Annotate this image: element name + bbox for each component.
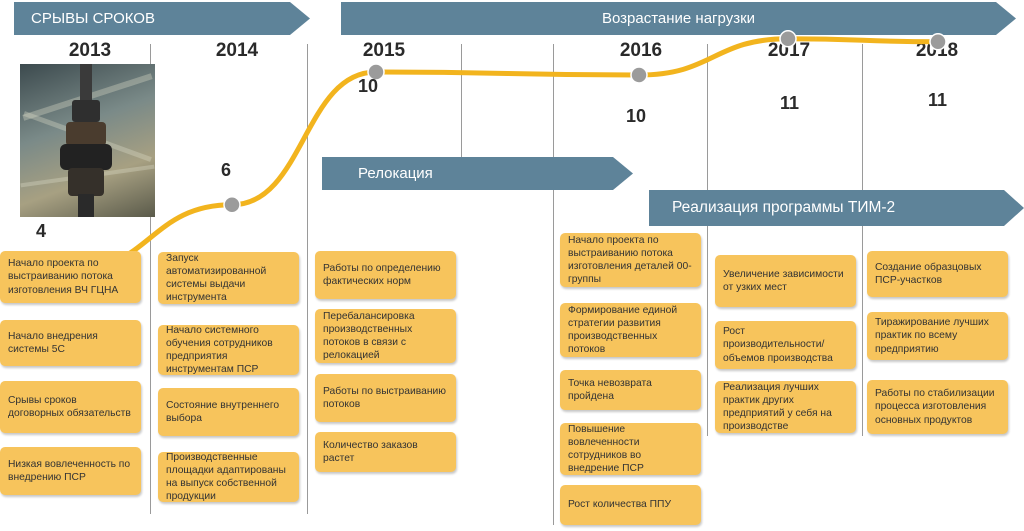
year-2017: 2017 — [767, 40, 811, 61]
growth-line-series — [112, 36, 941, 260]
year-2018: 2018 — [915, 40, 959, 61]
data-label-2014: 6 — [221, 160, 232, 180]
column-divider — [553, 190, 554, 525]
card-2013-2: Начало внедрения системы 5С — [0, 320, 141, 366]
card-2014-4: Производственные площадки адаптированы н… — [158, 452, 299, 502]
arrow-label-delays: СРЫВЫ СРОКОВ — [31, 10, 155, 27]
year-2013: 2013 — [68, 40, 112, 61]
data-label-2016: 10 — [626, 106, 647, 126]
card-2015-3: Работы по выстраиванию потоков — [315, 374, 456, 422]
card-2016-2: Формирование единой стратегии развития п… — [560, 303, 701, 357]
column-divider — [307, 44, 308, 514]
card-2014-3: Состояние внутреннего выбора — [158, 388, 299, 436]
arrow-banner-delays: СРЫВЫ СРОКОВ — [14, 2, 310, 35]
data-label-2015: 10 — [358, 76, 379, 96]
column-divider — [707, 226, 708, 436]
card-2015-2: Перебалансировка производственных потоко… — [315, 309, 456, 363]
card-2018-1: Создание образцовых ПСР-участков — [867, 251, 1008, 297]
card-2018-3: Работы по стабилизации процесса изготовл… — [867, 380, 1008, 434]
card-2015-4: Количество заказов растет — [315, 432, 456, 472]
card-2017-3: Реализация лучших практик других предпри… — [715, 381, 856, 433]
card-2017-1: Увеличение зависимости от узких мест — [715, 255, 856, 307]
arrow-label-load-growth: Возрастание нагрузки — [601, 10, 756, 27]
arrow-banner-load-growth: Возрастание нагрузки — [341, 2, 1016, 35]
arrow-banner-relocation: Релокация — [322, 157, 633, 190]
data-label-2017: 11 — [780, 93, 800, 113]
arrow-label-relocation: Релокация — [358, 165, 433, 182]
column-divider — [707, 44, 708, 190]
equipment-photo — [20, 64, 155, 217]
data-label-2018: 11 — [928, 90, 948, 110]
card-2018-2: Тиражирование лучших практик по всему пр… — [867, 312, 1008, 360]
data-point-2016 — [630, 66, 648, 84]
column-divider — [553, 44, 554, 157]
arrow-banner-tim2: Реализация программы ТИМ-2 — [649, 190, 1024, 226]
data-point-2017 — [779, 30, 797, 48]
card-2016-5: Рост количества ППУ — [560, 485, 701, 525]
year-2016: 2016 — [619, 40, 663, 61]
data-label-2013: 4 — [36, 221, 47, 241]
card-2015-1: Работы по определению фактических норм — [315, 251, 456, 299]
card-2013-4: Низкая вовлеченность по внедрению ПСР — [0, 447, 141, 495]
card-2016-1: Начало проекта по выстраиванию потока из… — [560, 233, 701, 287]
card-2014-1: Запуск автоматизированной системы выдачи… — [158, 252, 299, 304]
column-divider — [461, 44, 462, 157]
column-divider — [862, 226, 863, 436]
card-2016-4: Повышение вовлеченности сотрудников во в… — [560, 423, 701, 475]
data-point-2015 — [367, 63, 385, 81]
card-2014-2: Начало системного обучения сотрудников п… — [158, 325, 299, 375]
year-2014: 2014 — [215, 40, 259, 61]
data-point-2018 — [929, 33, 947, 51]
growth-line-chart — [112, 30, 947, 260]
arrow-label-tim2: Реализация программы ТИМ-2 — [672, 199, 896, 216]
card-2013-1: Начало проекта по выстраиванию потока из… — [0, 251, 141, 303]
data-point-2014 — [223, 196, 241, 214]
year-2015: 2015 — [362, 40, 406, 61]
column-divider — [862, 44, 863, 190]
card-2013-3: Срывы сроков договорных обязательств — [0, 381, 141, 433]
card-2016-3: Точка невозврата пройдена — [560, 370, 701, 410]
column-divider — [150, 44, 151, 514]
card-2017-2: Рост производительности/объемов производ… — [715, 321, 856, 369]
